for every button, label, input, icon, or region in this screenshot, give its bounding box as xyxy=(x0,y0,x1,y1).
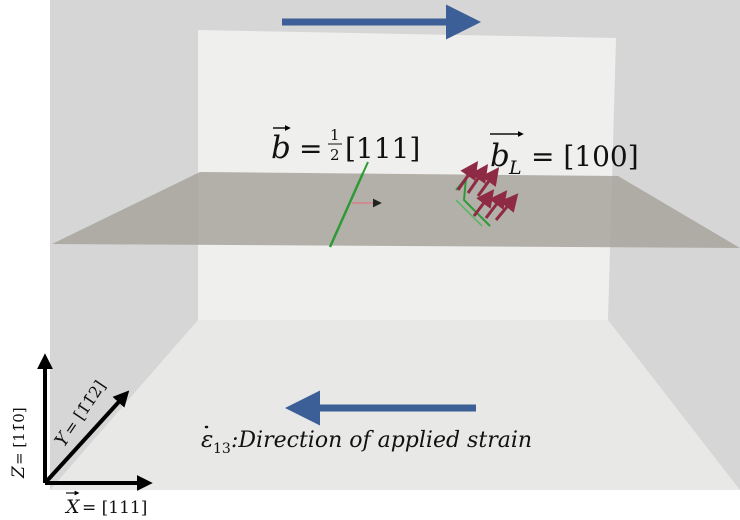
dislocation-line xyxy=(328,172,365,248)
b-symbol: b xyxy=(271,130,291,166)
strain-epsilon: ε xyxy=(201,427,213,453)
dislocation-junction xyxy=(455,161,519,227)
strain-subscript: 13 xyxy=(213,441,231,457)
slip-plane xyxy=(52,172,740,248)
bl-indices: = [100] xyxy=(531,140,639,173)
x-symbol: X xyxy=(64,496,81,518)
simulation-box xyxy=(50,0,740,490)
dislocation-line-upper xyxy=(362,161,369,174)
x-indices: = [111] xyxy=(82,498,147,518)
z-indices: = [11̄0] xyxy=(10,407,28,465)
bl-symbol: b xyxy=(490,138,510,174)
screw-dislocation xyxy=(328,161,382,248)
burgers-arrow-4 xyxy=(472,189,495,217)
z-axis-label: Z = [11̄0] xyxy=(9,407,29,479)
x-axis-label: X = [111] xyxy=(64,490,147,518)
junction-segment-2 xyxy=(455,199,483,227)
loop-burgers-vector-label: b L = [100] xyxy=(490,131,639,179)
strain-label: ε 13 :Direction of applied strain xyxy=(201,425,532,457)
fraction-denominator: 2 xyxy=(330,146,340,164)
strain-description: :Direction of applied strain xyxy=(231,428,532,453)
z-symbol: Z xyxy=(9,465,29,479)
bl-subscript: L xyxy=(508,157,522,179)
fraction-numerator: 1 xyxy=(330,126,340,144)
b-equals: = xyxy=(299,132,322,165)
burgers-vector-label: b = 1 2 [111] xyxy=(271,125,420,166)
b-indices: [111] xyxy=(345,132,420,165)
burgers-arrow-6 xyxy=(494,193,519,221)
y-axis-arrow xyxy=(43,390,130,485)
